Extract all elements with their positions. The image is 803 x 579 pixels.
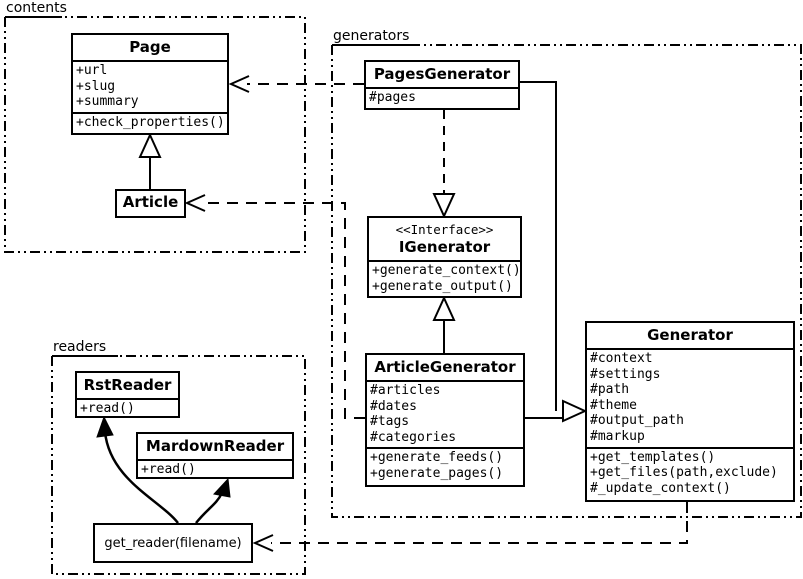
class-operation: +generate_feeds() [370, 450, 504, 466]
class-operation: +get_templates() [590, 449, 716, 465]
class-name-article: Article [122, 193, 179, 211]
class-box-article[interactable]: Article [115, 189, 186, 218]
class-attributes-generator: #context #settings #path #theme #output_… [587, 348, 793, 447]
class-operation: +get_files(path,exclude) [590, 465, 778, 481]
class-operations-rst-reader: +read() [77, 398, 178, 419]
class-box-article-generator[interactable]: ArticleGenerator #articles #dates #tags … [365, 353, 525, 487]
class-attribute: +summary [76, 94, 139, 110]
class-box-mardown-reader[interactable]: MardownReader +read() [136, 432, 294, 479]
class-attribute: +slug [76, 78, 116, 94]
class-name-pages-generator: PagesGenerator [373, 65, 511, 83]
class-attribute: #theme [590, 397, 637, 413]
class-box-rst-reader[interactable]: RstReader +read() [75, 371, 180, 418]
class-attribute: #output_path [590, 413, 684, 429]
class-operations-article-generator: +generate_feeds() +generate_pages() [367, 447, 523, 483]
class-attribute: #settings [590, 366, 661, 382]
class-name-article-generator: ArticleGenerator [374, 358, 516, 376]
class-attribute: #pages [369, 90, 416, 105]
relation-article-inherits-page [138, 132, 162, 189]
package-label-generators: generators [333, 28, 410, 44]
relation-generator-uses-get-reader [252, 502, 688, 552]
class-attribute: +url [76, 63, 108, 78]
class-attributes-page: +url +slug +summary [73, 60, 227, 112]
class-operations-page: +check_properties() [73, 111, 227, 133]
function-label-get-reader: get_reader(filename) [104, 535, 242, 551]
function-box-get-reader[interactable]: get_reader(filename) [93, 523, 253, 563]
class-attribute: #categories [370, 429, 457, 445]
class-name-text: IGenerator [398, 238, 491, 256]
relation-pagesgenerator-inherits-generator [519, 81, 588, 423]
class-operation: +generate_output() [372, 278, 513, 294]
class-attributes-pages-generator: #pages [366, 87, 518, 108]
class-box-pages-generator[interactable]: PagesGenerator #pages [364, 60, 520, 110]
class-attribute: #path [590, 382, 630, 398]
class-operation: #_update_context() [590, 480, 731, 496]
class-operation: +read() [141, 462, 196, 477]
class-name-page: Page [129, 38, 171, 56]
class-operations-generator: +get_templates() +get_files(path,exclude… [587, 446, 793, 499]
class-name-generator: Generator [647, 326, 733, 344]
package-label-readers: readers [53, 339, 107, 355]
class-operation: +read() [80, 401, 135, 416]
class-attribute: #dates [370, 398, 417, 414]
class-name-rst-reader: RstReader [83, 376, 172, 394]
class-box-page[interactable]: Page +url +slug +summary +check_properti… [71, 33, 229, 135]
relation-articlegenerator-realizes-igenerator [432, 295, 456, 353]
class-attribute: #context [590, 351, 653, 366]
class-operations-mardown-reader: +read() [138, 459, 292, 480]
class-operation: +generate_pages() [370, 465, 504, 481]
class-attribute: #articles [370, 383, 441, 398]
class-attribute: #markup [590, 428, 645, 444]
class-attributes-article-generator: #articles #dates #tags #categories [367, 380, 523, 447]
relation-pagesgenerator-realizes-igenerator [432, 110, 456, 219]
class-attribute: #tags [370, 414, 410, 430]
package-label-contents: contents [6, 0, 67, 16]
class-operation: +generate_context() [372, 263, 521, 278]
relation-pagesgenerator-uses-page [228, 75, 364, 93]
class-stereotype-igenerator: <<Interface>> [395, 222, 494, 237]
class-name-igenerator: <<Interface>> IGenerator [369, 218, 520, 260]
relation-articlegenerator-uses-article [184, 194, 365, 419]
class-box-igenerator[interactable]: <<Interface>> IGenerator +generate_conte… [367, 216, 522, 298]
relation-get-reader-creates-mardownreader [195, 477, 231, 524]
class-name-mardown-reader: MardownReader [145, 437, 285, 455]
class-operation: +check_properties() [76, 114, 225, 130]
class-box-generator[interactable]: Generator #context #settings #path #them… [585, 321, 795, 502]
class-operations-igenerator: +generate_context() +generate_output() [369, 260, 521, 296]
